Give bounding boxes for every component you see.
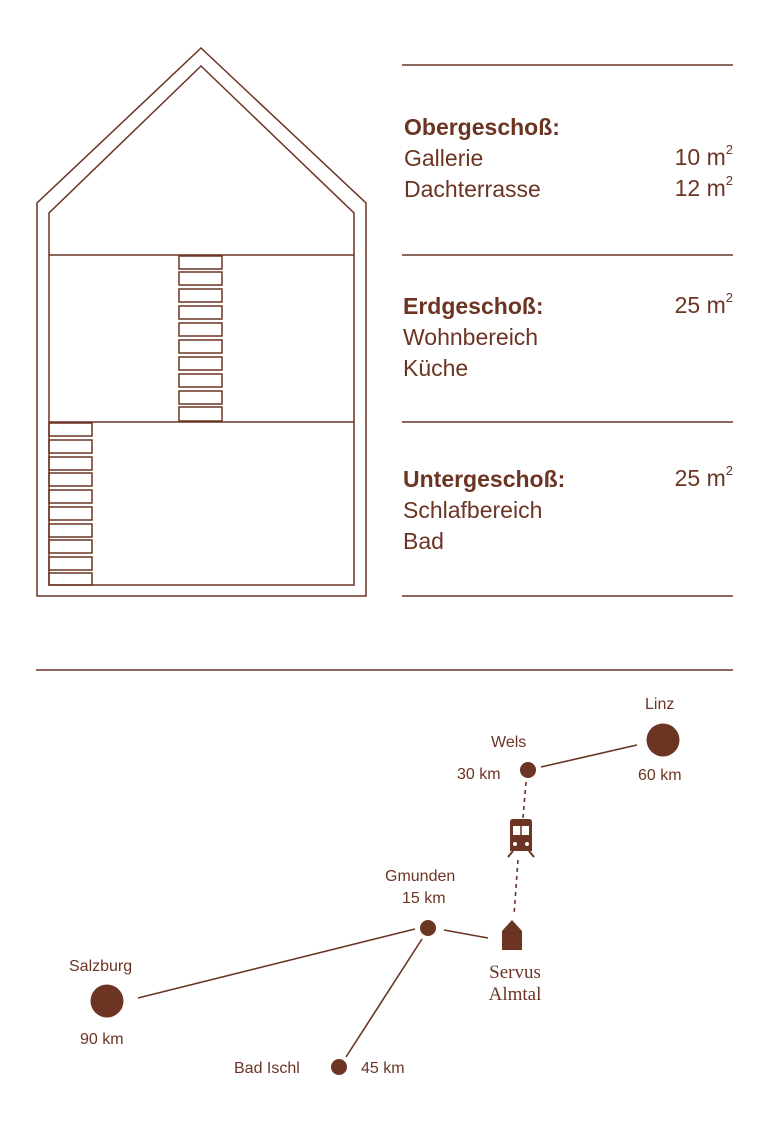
city-distance-badischl: 45 km	[361, 1060, 405, 1077]
city-dot-salzburg	[90, 984, 124, 1018]
floor-title-ground: Erdgeschoß:	[403, 293, 544, 319]
city-name-badischl: Bad Ischl	[234, 1060, 300, 1077]
room-label: Küche	[403, 355, 469, 381]
route-wels-linz	[540, 744, 638, 768]
city-name-linz: Linz	[645, 696, 675, 713]
lower-staircase	[48, 422, 93, 586]
upper-staircase	[178, 255, 223, 422]
floor-title-upper: Obergeschoß:	[404, 114, 560, 140]
route-gmunden-salzburg	[137, 928, 416, 999]
area-value: 12 m2	[674, 173, 733, 201]
city-distance-wels: 30 km	[457, 766, 501, 783]
floor-title-basement: Untergeschoß:	[403, 466, 566, 492]
area-value: 25 m2	[674, 463, 733, 491]
rail-wels-train	[522, 781, 527, 819]
house-inner-outline	[48, 64, 355, 586]
city-name-wels: Wels	[491, 734, 527, 751]
destination-label-line1: Servus	[489, 962, 541, 983]
house-outer-outline	[36, 46, 367, 597]
city-distance-salzburg: 90 km	[80, 1031, 124, 1048]
train-icon	[507, 819, 535, 858]
city-dot-badischl	[331, 1059, 347, 1075]
room-label: Gallerie	[404, 145, 484, 171]
house-marker-icon	[502, 920, 522, 950]
city-dot-gmunden	[420, 920, 436, 936]
area-value: 10 m2	[674, 142, 733, 170]
city-name-salzburg: Salzburg	[69, 958, 133, 975]
city-distance-gmunden: 15 km	[402, 890, 446, 907]
room-label: Dachterrasse	[404, 176, 541, 202]
city-distance-linz: 60 km	[638, 767, 682, 784]
area-value: 25 m2	[674, 290, 733, 318]
room-label: Schlafbereich	[403, 497, 543, 523]
room-label: Bad	[403, 528, 444, 554]
route-gmunden-badischl	[345, 938, 423, 1058]
city-name-gmunden: Gmunden	[385, 868, 456, 885]
route-gmunden-servus	[443, 929, 489, 939]
rail-train-servus	[513, 859, 519, 916]
destination-label-line2: Almtal	[488, 984, 542, 1005]
room-label: Wohnbereich	[403, 324, 539, 350]
city-dot-linz	[646, 723, 680, 757]
city-dot-wels	[520, 762, 536, 778]
